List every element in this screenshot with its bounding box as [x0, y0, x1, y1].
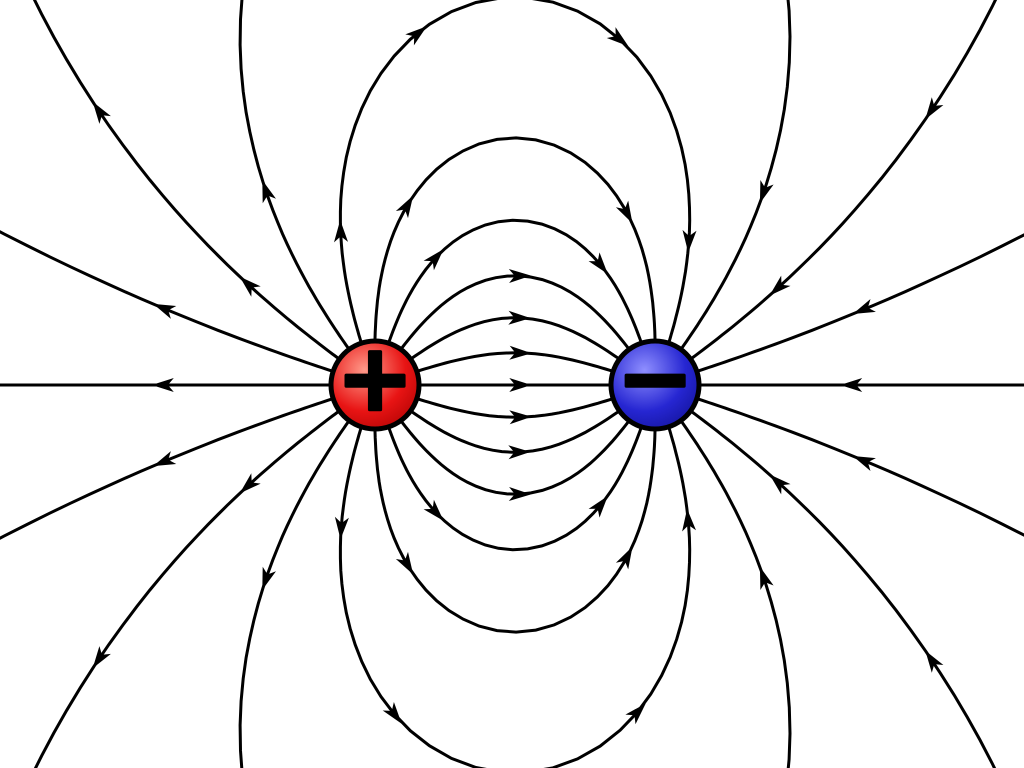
field-line: [33, 407, 997, 768]
negative-charge: −: [608, 323, 702, 433]
negative-charge-body: [608, 338, 702, 432]
negative-charge-symbol: −: [616, 325, 693, 432]
arrowhead-icon: [508, 310, 531, 325]
positive-charge-symbol: +: [336, 325, 413, 432]
field-line: [238, 0, 792, 354]
charges-layer: +−: [328, 323, 702, 433]
arrowhead-icon: [769, 474, 791, 495]
arrowhead-icon: [759, 566, 774, 590]
arrowhead-icon: [852, 456, 876, 471]
positive-charge: +: [328, 323, 422, 433]
arrowhead-icon: [423, 249, 444, 271]
arrowhead-icon: [423, 499, 444, 521]
arrowhead-icon: [615, 200, 633, 224]
arrowhead-icon: [769, 275, 791, 296]
field-line: [387, 420, 645, 552]
arrowhead-icon: [840, 378, 863, 392]
arrowhead-icon: [153, 303, 177, 319]
field-line: [373, 136, 657, 347]
arrowhead-icon: [239, 276, 261, 297]
arrowhead-icon: [625, 703, 646, 725]
arrowhead-icon: [925, 650, 944, 673]
field-line: [238, 416, 792, 768]
arrowheads-layer: [92, 26, 944, 725]
arrowhead-icon: [759, 180, 774, 204]
arrowhead-icon: [925, 97, 944, 120]
field-line: [338, 421, 692, 768]
field-line: [387, 218, 645, 350]
arrowhead-icon: [508, 487, 532, 501]
arrowhead-icon: [615, 546, 633, 570]
arrowhead-icon: [239, 473, 261, 494]
arrowhead-icon: [382, 702, 402, 724]
arrowhead-icon: [682, 508, 696, 532]
arrowhead-icon: [508, 269, 532, 283]
field-line: [373, 423, 657, 634]
arrowhead-icon: [334, 220, 348, 243]
arrowhead-icon: [395, 195, 414, 219]
arrowhead-icon: [334, 516, 349, 540]
arrowhead-icon: [509, 410, 532, 425]
arrowhead-icon: [509, 378, 532, 392]
arrowhead-icon: [682, 229, 697, 253]
arrowhead-icon: [92, 101, 111, 124]
arrowhead-icon: [852, 299, 876, 314]
arrowhead-icon: [405, 26, 427, 46]
arrowhead-icon: [509, 345, 532, 360]
field-line: [338, 0, 692, 349]
arrowhead-icon: [395, 551, 414, 575]
arrowhead-icon: [588, 252, 608, 274]
arrowhead-icon: [262, 566, 276, 590]
arrowhead-icon: [262, 180, 276, 204]
arrowhead-icon: [508, 445, 531, 460]
arrowhead-icon: [153, 451, 177, 467]
arrowhead-icon: [606, 27, 629, 47]
positive-charge-body: [328, 338, 422, 432]
arrowhead-icon: [588, 496, 608, 518]
arrowhead-icon: [92, 646, 111, 669]
arrowhead-icon: [151, 378, 174, 392]
field-line: [32, 0, 998, 363]
